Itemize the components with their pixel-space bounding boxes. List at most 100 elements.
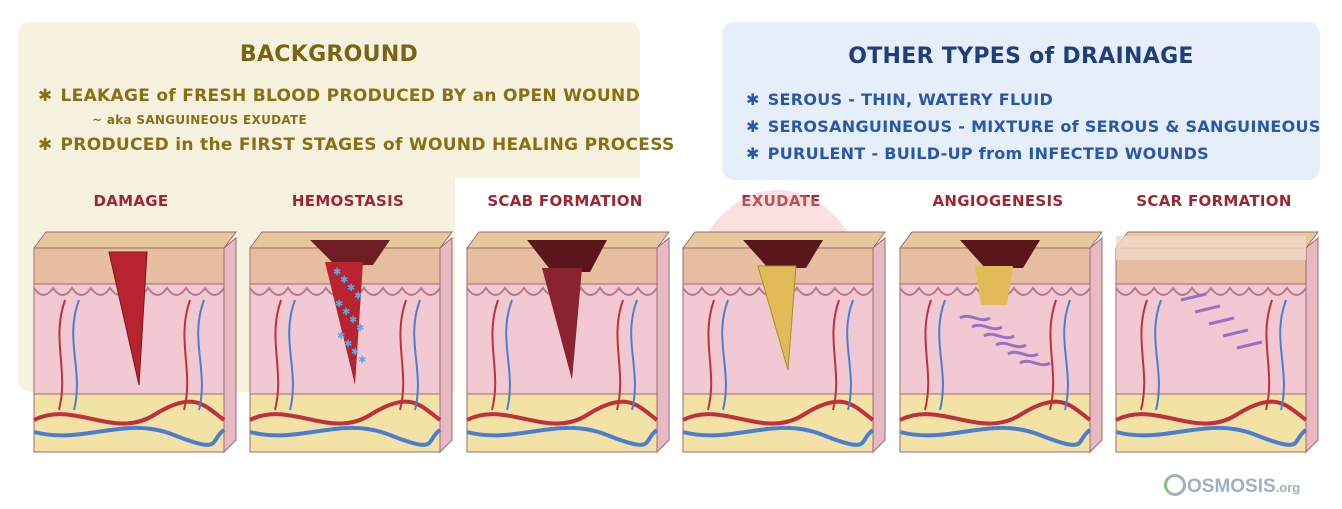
skin-block-angiogenesis bbox=[899, 231, 1103, 454]
capillary-blue bbox=[505, 299, 513, 411]
artery bbox=[249, 399, 442, 426]
vein bbox=[249, 425, 442, 447]
wound-tissue bbox=[542, 268, 582, 380]
artery bbox=[899, 399, 1092, 426]
capillary-blue bbox=[630, 299, 638, 411]
capillary-red bbox=[707, 299, 715, 411]
capillary-blue bbox=[721, 299, 729, 411]
scab bbox=[743, 240, 823, 268]
capillary-red bbox=[58, 299, 66, 411]
stage-label-angiogenesis: ANGIOGENESIS bbox=[932, 192, 1064, 210]
stage-label-scab-formation: SCAB FORMATION bbox=[487, 192, 643, 210]
capillary-red bbox=[1140, 299, 1148, 411]
skin-side-face bbox=[223, 236, 237, 454]
capillary-red bbox=[832, 299, 840, 411]
skin-block-exudate bbox=[682, 190, 886, 454]
collagen-fiber bbox=[1236, 340, 1263, 350]
capillary-red bbox=[399, 299, 407, 411]
capillary-red bbox=[616, 299, 624, 411]
collagen-fiber bbox=[1194, 304, 1221, 314]
skin-side-face bbox=[872, 236, 886, 454]
artery bbox=[1115, 399, 1308, 426]
new-vessel bbox=[959, 314, 991, 322]
stage-label-damage: DAMAGE bbox=[93, 192, 169, 210]
capillary-red bbox=[924, 299, 932, 411]
skin-block-damage bbox=[33, 231, 237, 454]
scab bbox=[960, 240, 1040, 268]
new-vessel bbox=[995, 341, 1027, 349]
drainage-title: OTHER TYPES of DRAINAGE bbox=[848, 44, 1194, 69]
new-vessel bbox=[983, 332, 1015, 340]
capillary-red bbox=[274, 299, 282, 411]
drainage-panel bbox=[722, 22, 1320, 180]
capillary-blue bbox=[938, 299, 946, 411]
new-vessel bbox=[1019, 359, 1051, 367]
vein bbox=[1115, 425, 1308, 447]
wound-blood bbox=[325, 262, 363, 385]
vein bbox=[33, 425, 226, 447]
exudate-fluid bbox=[975, 266, 1013, 305]
background-bullet-2: ✱PRODUCED in the FIRST STAGES of WOUND H… bbox=[38, 135, 675, 155]
platelet-icon: ✱ bbox=[337, 331, 345, 342]
vein bbox=[682, 425, 875, 447]
capillary-blue bbox=[288, 299, 296, 411]
platelet-icon: ✱ bbox=[340, 275, 348, 286]
capillary-red bbox=[1049, 299, 1057, 411]
osmosis-logo-icon bbox=[1164, 474, 1186, 496]
asterisk-icon: ✱ bbox=[746, 144, 760, 163]
skin-side-face bbox=[439, 236, 453, 454]
capillary-blue bbox=[413, 299, 421, 411]
skin-block-scar-formation bbox=[1115, 231, 1319, 454]
collagen-fiber bbox=[1180, 292, 1207, 302]
skin-side-face bbox=[1089, 236, 1103, 454]
vein bbox=[899, 425, 1092, 447]
platelet-icon: ✱ bbox=[349, 315, 357, 326]
skin-side-face bbox=[1305, 236, 1319, 454]
asterisk-icon: ✱ bbox=[38, 135, 53, 155]
capillary-blue bbox=[1154, 299, 1162, 411]
vein bbox=[466, 425, 659, 447]
stage-label-exudate: EXUDATE bbox=[741, 192, 821, 210]
dermal-papillae-line bbox=[1115, 286, 1307, 296]
background-title: BACKGROUND bbox=[239, 42, 419, 67]
skin-block-hemostasis: ✱✱✱✱✱✱✱✱✱✱✱✱ bbox=[249, 231, 453, 454]
capillary-blue bbox=[1063, 299, 1071, 411]
stage-label-hemostasis: HEMOSTASIS bbox=[291, 192, 405, 210]
skin-side-face bbox=[656, 236, 670, 454]
collagen-fiber bbox=[1208, 316, 1235, 326]
background-sub-note: ~ aka SANGUINEOUS EXUDATE bbox=[92, 113, 308, 127]
platelet-icon: ✱ bbox=[333, 267, 341, 278]
asterisk-icon: ✱ bbox=[746, 117, 760, 136]
drainage-bullet-2: ✱SEROSANGUINEOUS - MIXTURE of SEROUS & S… bbox=[746, 117, 1321, 136]
capillary-red bbox=[491, 299, 499, 411]
stage-label-scar-formation: SCAR FORMATION bbox=[1136, 192, 1292, 210]
platelet-icon: ✱ bbox=[351, 347, 359, 358]
platelet-icon: ✱ bbox=[342, 307, 350, 318]
skin-block-scab-formation bbox=[466, 231, 670, 454]
exudate-fluid bbox=[757, 265, 797, 371]
osmosis-logo: OSMOSIS.org bbox=[1164, 474, 1300, 498]
blood-clot-top bbox=[310, 240, 390, 265]
platelet-icon: ✱ bbox=[358, 355, 366, 366]
platelet-icon: ✱ bbox=[356, 323, 364, 334]
platelet-icon: ✱ bbox=[335, 299, 343, 310]
capillary-blue bbox=[197, 299, 205, 411]
collagen-fiber bbox=[1222, 328, 1249, 338]
asterisk-icon: ✱ bbox=[38, 86, 53, 106]
scar-tissue bbox=[1116, 236, 1306, 260]
artery bbox=[682, 399, 875, 426]
drainage-bullet-3: ✱PURULENT - BUILD-UP from INFECTED WOUND… bbox=[746, 144, 1209, 163]
open-wound bbox=[108, 251, 148, 386]
new-vessel bbox=[971, 323, 1003, 331]
artery bbox=[33, 399, 226, 426]
platelet-icon: ✱ bbox=[347, 283, 355, 294]
capillary-red bbox=[183, 299, 191, 411]
scab bbox=[527, 240, 607, 272]
capillary-red bbox=[1265, 299, 1273, 411]
new-vessel bbox=[1007, 350, 1039, 358]
platelet-icon: ✱ bbox=[344, 339, 352, 350]
capillary-blue bbox=[1279, 299, 1287, 411]
capillary-blue bbox=[72, 299, 80, 411]
asterisk-icon: ✱ bbox=[746, 90, 760, 109]
